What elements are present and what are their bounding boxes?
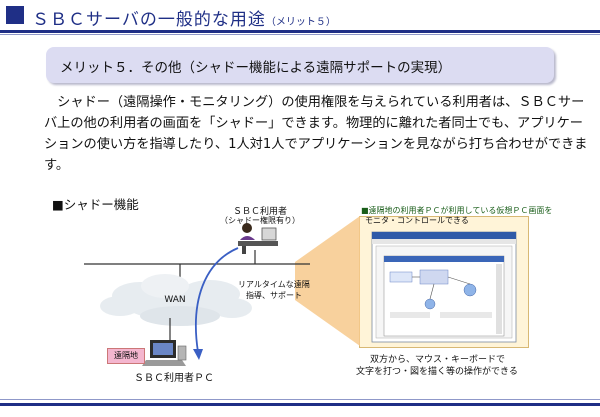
body-line: シャドー（遠隔操作・モニタリング）の使用権限を与えられている利用者は、ＳＢＣサー — [44, 95, 585, 110]
realtime-label-1: リアルタイムな遠隔 — [238, 280, 310, 289]
bottom-pc-icon — [142, 340, 187, 366]
title-bullet-icon — [6, 6, 24, 24]
footer-rule-thin — [0, 399, 600, 400]
screen-caption-1: ■遠隔地の利用者ＰＣが利用している仮想ＰＣ画面を — [361, 206, 553, 215]
top-user-sublabel: （シャドー権限有り） — [220, 216, 300, 225]
arrow-head-icon — [193, 349, 203, 360]
page-title: ＳＢＣサーバの一般的な用途（メリット５） — [32, 5, 336, 30]
footer-rule — [0, 403, 600, 406]
body-line: ションの使い方を指導したり、1人対1人でアプリケーションを見ながら打ち合わせがで… — [44, 137, 588, 152]
section-heading: メリット５．その他（シャドー機能による遠隔サポートの実現） — [60, 60, 452, 76]
title-rule — [0, 30, 600, 33]
body-line: す。 — [44, 158, 70, 173]
page-title-sub: （メリット５） — [265, 17, 336, 28]
body-line: バ上の他の利用者の画面を「シャドー」できます。物理的に離れた者同士でも、アプリケ… — [44, 116, 583, 131]
diagram-title: ■シャドー機能 — [52, 197, 139, 212]
bottom-caption-1: 双方から、マウス・キーボードで — [370, 355, 506, 365]
screen-caption-2: モニタ・コントロールできる — [365, 216, 469, 225]
wan-label: WAN — [164, 295, 186, 305]
remote-site-tag: 遠隔地 — [107, 348, 145, 364]
title-bar: ＳＢＣサーバの一般的な用途（メリット５） — [0, 0, 600, 35]
top-user-label: ＳＢＣ利用者 — [232, 207, 287, 217]
projection-beam — [295, 216, 360, 346]
realtime-label-2: 指導、サポート — [246, 291, 302, 300]
page-title-main: ＳＢＣサーバの一般的な用途 — [32, 10, 266, 30]
virtual-pc-screen — [371, 231, 517, 343]
wan-cloud-icon — [100, 274, 252, 326]
remote-support-arrow — [194, 247, 239, 353]
body-paragraph: シャドー（遠隔操作・モニタリング）の使用権限を与えられている利用者は、ＳＢＣサー… — [44, 92, 588, 176]
bottom-caption-2: 文字を打つ・図を描く等の操作ができる — [356, 367, 518, 377]
section-heading-box: メリット５．その他（シャドー機能による遠隔サポートの実現） — [46, 47, 554, 83]
bottom-user-label: ＳＢＣ利用者ＰＣ — [134, 373, 214, 384]
title-rule-thin — [0, 34, 600, 35]
top-user-icon — [238, 223, 278, 254]
